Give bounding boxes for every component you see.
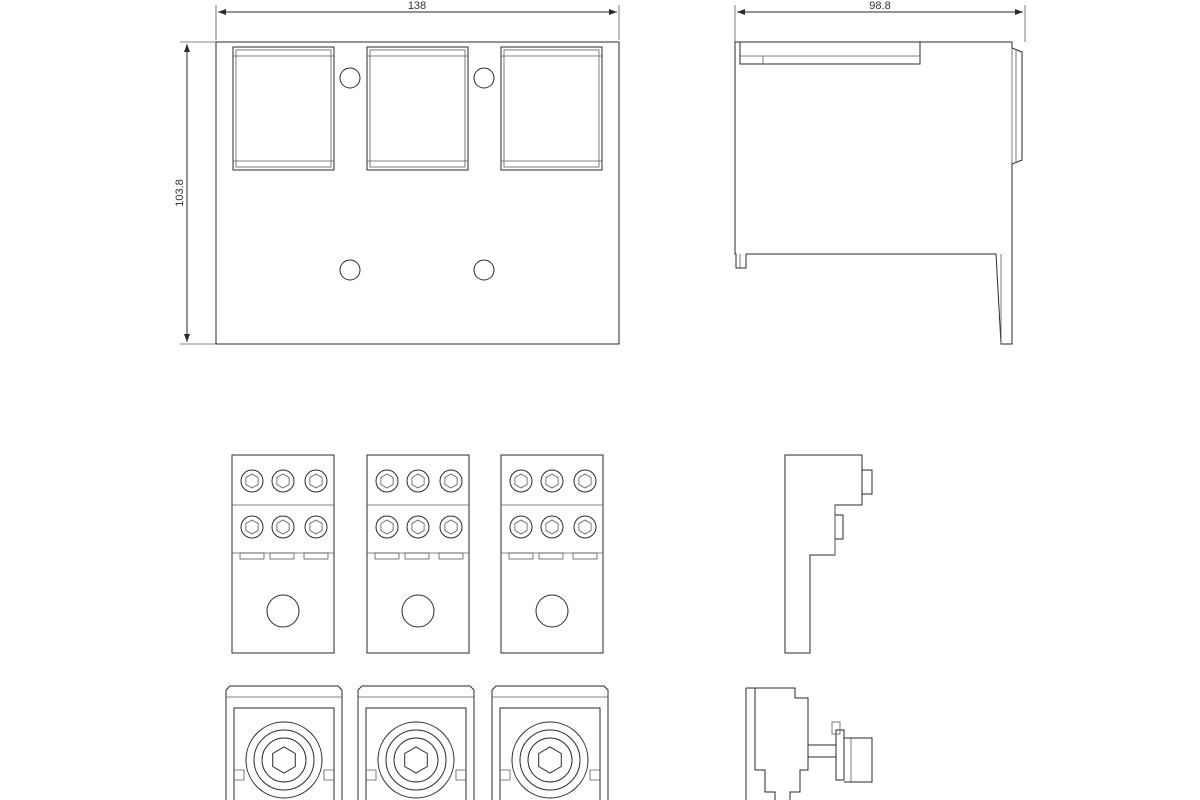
mounting-hole	[401, 594, 435, 628]
terminal-block-3	[500, 454, 604, 654]
hex-bolt-icon	[377, 721, 455, 799]
screw-icon	[271, 515, 295, 539]
connector-3	[491, 685, 609, 800]
screw-icon	[439, 469, 463, 493]
screw-icon	[406, 515, 430, 539]
connector-2	[357, 685, 475, 800]
mounting-hole	[473, 67, 495, 89]
width-dimension: 138	[215, 0, 620, 40]
terminal-block-2	[366, 454, 470, 654]
connector-1	[225, 685, 343, 800]
mounting-hole	[339, 259, 361, 281]
screw-icon	[375, 515, 399, 539]
screw-icon	[439, 515, 463, 539]
height-dimension: 103.8	[174, 41, 216, 345]
depth-dimension: 98.8	[734, 0, 1026, 42]
side-profile	[734, 41, 1023, 345]
mounting-hole	[535, 594, 569, 628]
screw-icon	[375, 469, 399, 493]
terminal-blocks	[231, 454, 604, 654]
screw-icon	[304, 469, 328, 493]
terminal-block-1	[231, 454, 335, 654]
screw-icon	[406, 469, 430, 493]
screw-icon	[540, 469, 564, 493]
screw-icon	[509, 469, 533, 493]
bottom-connectors	[225, 685, 609, 800]
front-view: 138 103.8	[174, 0, 620, 345]
mounting-hole	[473, 259, 495, 281]
connector-side-profile	[745, 687, 873, 800]
screw-icon	[509, 515, 533, 539]
hex-bolt-icon	[511, 721, 589, 799]
front-plate	[215, 41, 620, 345]
screw-icon	[573, 515, 597, 539]
terminal-window-3	[500, 46, 603, 171]
mounting-hole	[266, 594, 300, 628]
terminal-window-1	[232, 46, 335, 171]
screw-icon	[240, 469, 264, 493]
screw-icon	[240, 515, 264, 539]
mounting-hole	[339, 67, 361, 89]
hex-bolt-icon	[245, 721, 323, 799]
terminal-window-2	[366, 46, 469, 171]
side-view: 98.8	[734, 0, 1026, 345]
width-dimension-label: 138	[408, 0, 426, 12]
screw-icon	[540, 515, 564, 539]
screw-icon	[304, 515, 328, 539]
screw-icon	[573, 469, 597, 493]
screw-icon	[271, 469, 295, 493]
depth-dimension-label: 98.8	[869, 0, 890, 12]
terminal-side-profile	[784, 454, 873, 654]
height-dimension-label: 103.8	[174, 179, 186, 207]
